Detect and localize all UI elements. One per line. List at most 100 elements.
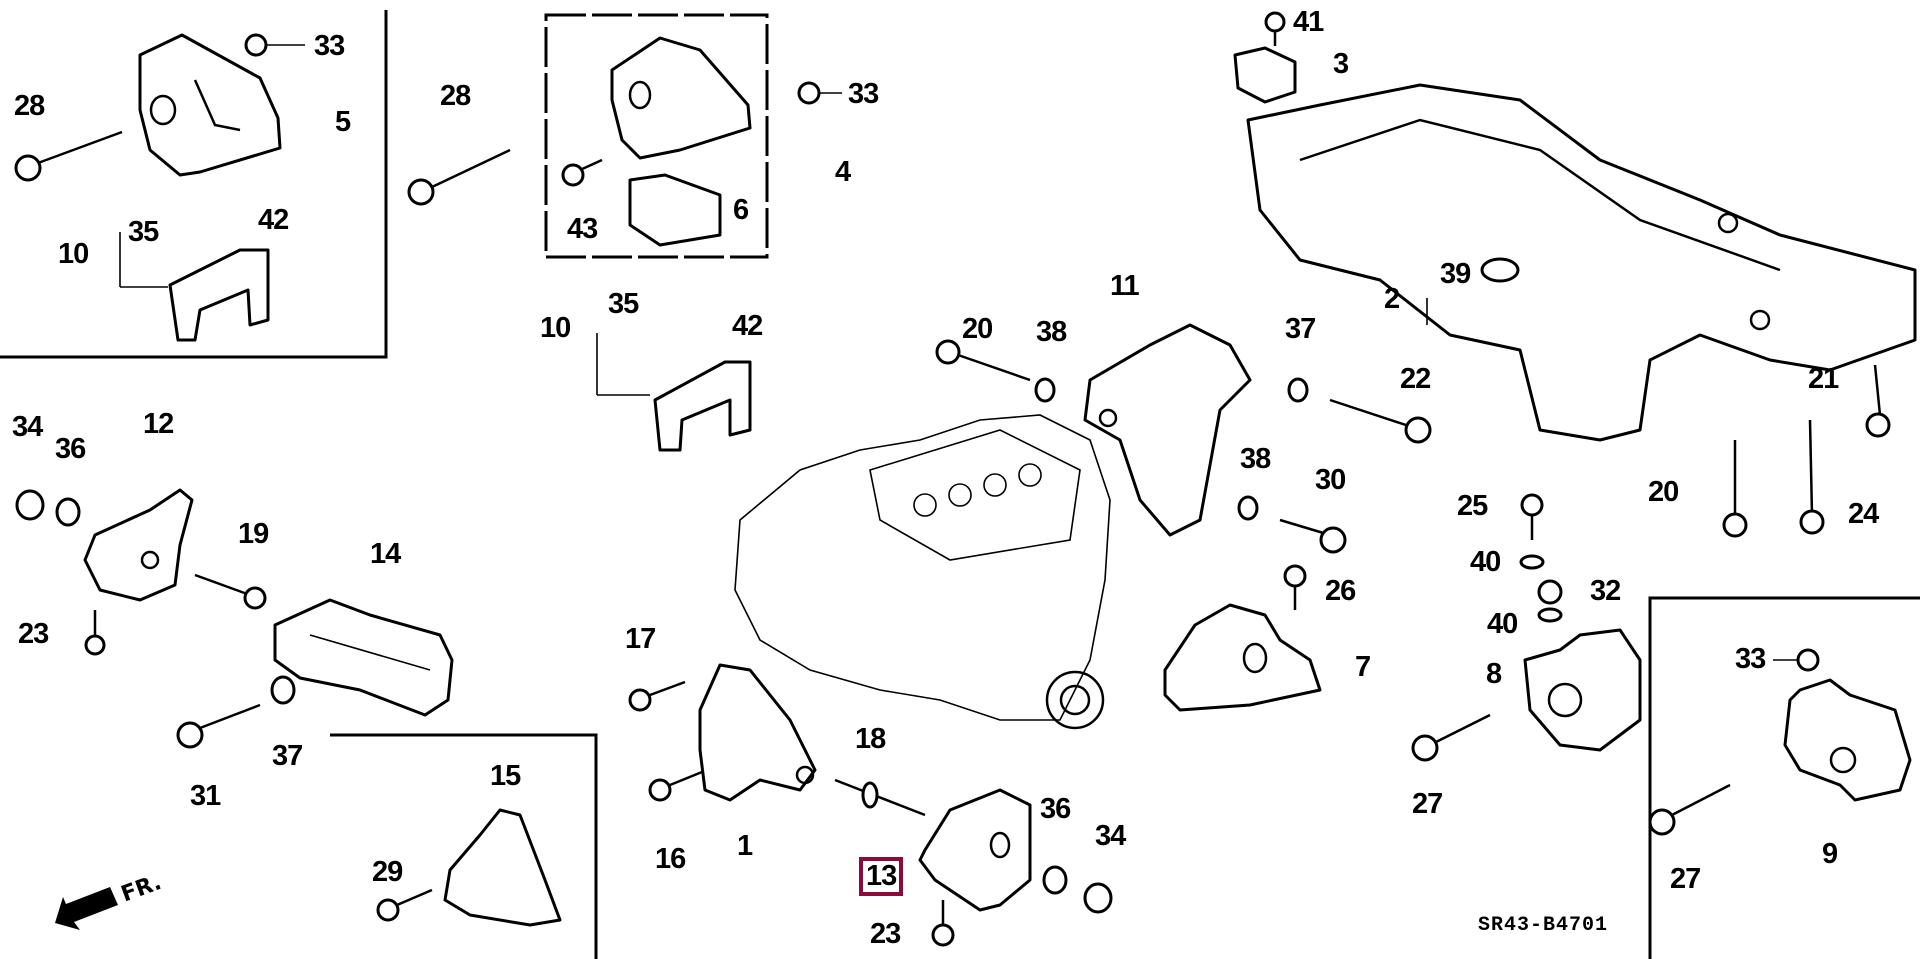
bracket-10-b — [596, 333, 752, 452]
part-14-bracket — [273, 598, 454, 717]
part-9-mount — [1783, 678, 1912, 802]
washer-36-a — [55, 497, 81, 527]
group-frame-mount-4 — [544, 13, 769, 259]
callout-33[interactable]: 33 — [1735, 643, 1766, 675]
bolt-22 — [1329, 398, 1432, 444]
nut-34-b — [1083, 882, 1113, 914]
bolt-28-left — [14, 130, 123, 182]
washer-38-b — [1237, 495, 1259, 521]
bolt-26 — [1283, 564, 1307, 610]
callout-26[interactable]: 26 — [1325, 575, 1356, 607]
part-2-subframe — [1246, 83, 1917, 442]
callout-19[interactable]: 19 — [238, 518, 269, 550]
bolt-23-a — [84, 610, 106, 656]
group-frame-bottom-right — [1648, 596, 1920, 959]
callout-33[interactable]: 33 — [314, 30, 345, 62]
bolt-28-right — [407, 148, 511, 206]
callout-37[interactable]: 37 — [1285, 313, 1316, 345]
washer-36-b — [1042, 865, 1068, 895]
callout-8[interactable]: 8 — [1486, 658, 1502, 690]
callout-24[interactable]: 24 — [1848, 498, 1879, 530]
group-frame-bottom-left — [330, 733, 598, 959]
nut-34-a — [15, 489, 45, 521]
callout-13-highlighted[interactable]: 13 — [858, 857, 904, 896]
callout-40[interactable]: 40 — [1470, 546, 1501, 578]
part-6-bracket — [628, 173, 722, 247]
callout-17[interactable]: 17 — [625, 623, 656, 655]
callout-4[interactable]: 4 — [835, 156, 851, 188]
callout-39[interactable]: 39 — [1440, 258, 1471, 290]
bolt-31 — [176, 703, 261, 749]
callout-33[interactable]: 33 — [848, 78, 879, 110]
callout-21[interactable]: 21 — [1808, 363, 1839, 395]
bolt-41 — [1264, 11, 1286, 46]
callout-11[interactable]: 11 — [1110, 270, 1140, 302]
callout-18[interactable]: 18 — [855, 723, 886, 755]
part-11-bracket — [1083, 323, 1252, 537]
bolt-23-b — [931, 900, 955, 947]
callout-27[interactable]: 27 — [1670, 863, 1701, 895]
callout-14[interactable]: 14 — [370, 538, 401, 570]
callout-20[interactable]: 20 — [962, 313, 993, 345]
callout-37[interactable]: 37 — [272, 740, 303, 772]
callout-16[interactable]: 16 — [655, 843, 686, 875]
callout-22[interactable]: 22 — [1400, 363, 1431, 395]
callout-40[interactable]: 40 — [1487, 608, 1518, 640]
part-4-mount — [610, 36, 752, 160]
callout-35[interactable]: 35 — [128, 216, 159, 248]
callout-6[interactable]: 6 — [733, 194, 749, 226]
callout-2[interactable]: 2 — [1384, 283, 1400, 315]
bolt-16 — [648, 770, 703, 802]
callout-23[interactable]: 23 — [18, 618, 49, 650]
bolt-20-a — [935, 339, 1031, 382]
part-1-bracket — [698, 663, 817, 802]
callout-30[interactable]: 30 — [1315, 464, 1346, 496]
callout-42[interactable]: 42 — [258, 204, 289, 236]
callout-9[interactable]: 9 — [1822, 838, 1838, 870]
front-direction-arrow — [55, 887, 118, 930]
callout-25[interactable]: 25 — [1457, 490, 1488, 522]
callout-38[interactable]: 38 — [1240, 443, 1271, 475]
callout-12[interactable]: 12 — [143, 408, 174, 440]
diagram-code: SR43-B4701 — [1478, 914, 1609, 937]
callout-10[interactable]: 10 — [58, 238, 89, 270]
bolt-24 — [1799, 419, 1825, 535]
part-13-mount — [918, 788, 1032, 912]
callout-28[interactable]: 28 — [14, 90, 45, 122]
callout-20[interactable]: 20 — [1648, 476, 1679, 508]
callout-42[interactable]: 42 — [732, 310, 763, 342]
callout-5[interactable]: 5 — [335, 106, 351, 138]
callout-31[interactable]: 31 — [190, 780, 221, 812]
callout-23[interactable]: 23 — [870, 918, 901, 950]
callout-28[interactable]: 28 — [440, 80, 471, 112]
callout-36[interactable]: 36 — [1040, 793, 1071, 825]
callout-10[interactable]: 10 — [540, 312, 571, 344]
nut-32 — [1537, 579, 1563, 605]
callout-29[interactable]: 29 — [372, 856, 403, 888]
callout-32[interactable]: 32 — [1590, 575, 1621, 607]
stud-18 — [834, 778, 926, 817]
callout-7[interactable]: 7 — [1355, 651, 1371, 683]
callout-38[interactable]: 38 — [1036, 316, 1067, 348]
callout-15[interactable]: 15 — [490, 760, 521, 792]
bracket-10-a — [119, 232, 270, 342]
callout-34[interactable]: 34 — [1095, 820, 1126, 852]
bolt-43 — [561, 158, 603, 187]
callout-35[interactable]: 35 — [608, 288, 639, 320]
group-frame-top-left — [0, 10, 388, 359]
bolt-20-b — [1722, 440, 1748, 538]
callout-41[interactable]: 41 — [1293, 6, 1324, 38]
washer-40-b — [1537, 607, 1563, 623]
callout-36[interactable]: 36 — [55, 433, 86, 465]
bolt-21 — [1865, 364, 1891, 438]
callout-43[interactable]: 43 — [567, 213, 598, 245]
washer-38-a — [1034, 377, 1056, 403]
callout-1[interactable]: 1 — [737, 830, 753, 862]
callout-34[interactable]: 34 — [12, 411, 43, 443]
part-5-mount — [138, 33, 282, 177]
callout-27[interactable]: 27 — [1412, 788, 1443, 820]
callout-3[interactable]: 3 — [1333, 48, 1349, 80]
part-15-bracket — [443, 808, 562, 927]
nut-33-a — [244, 33, 305, 57]
